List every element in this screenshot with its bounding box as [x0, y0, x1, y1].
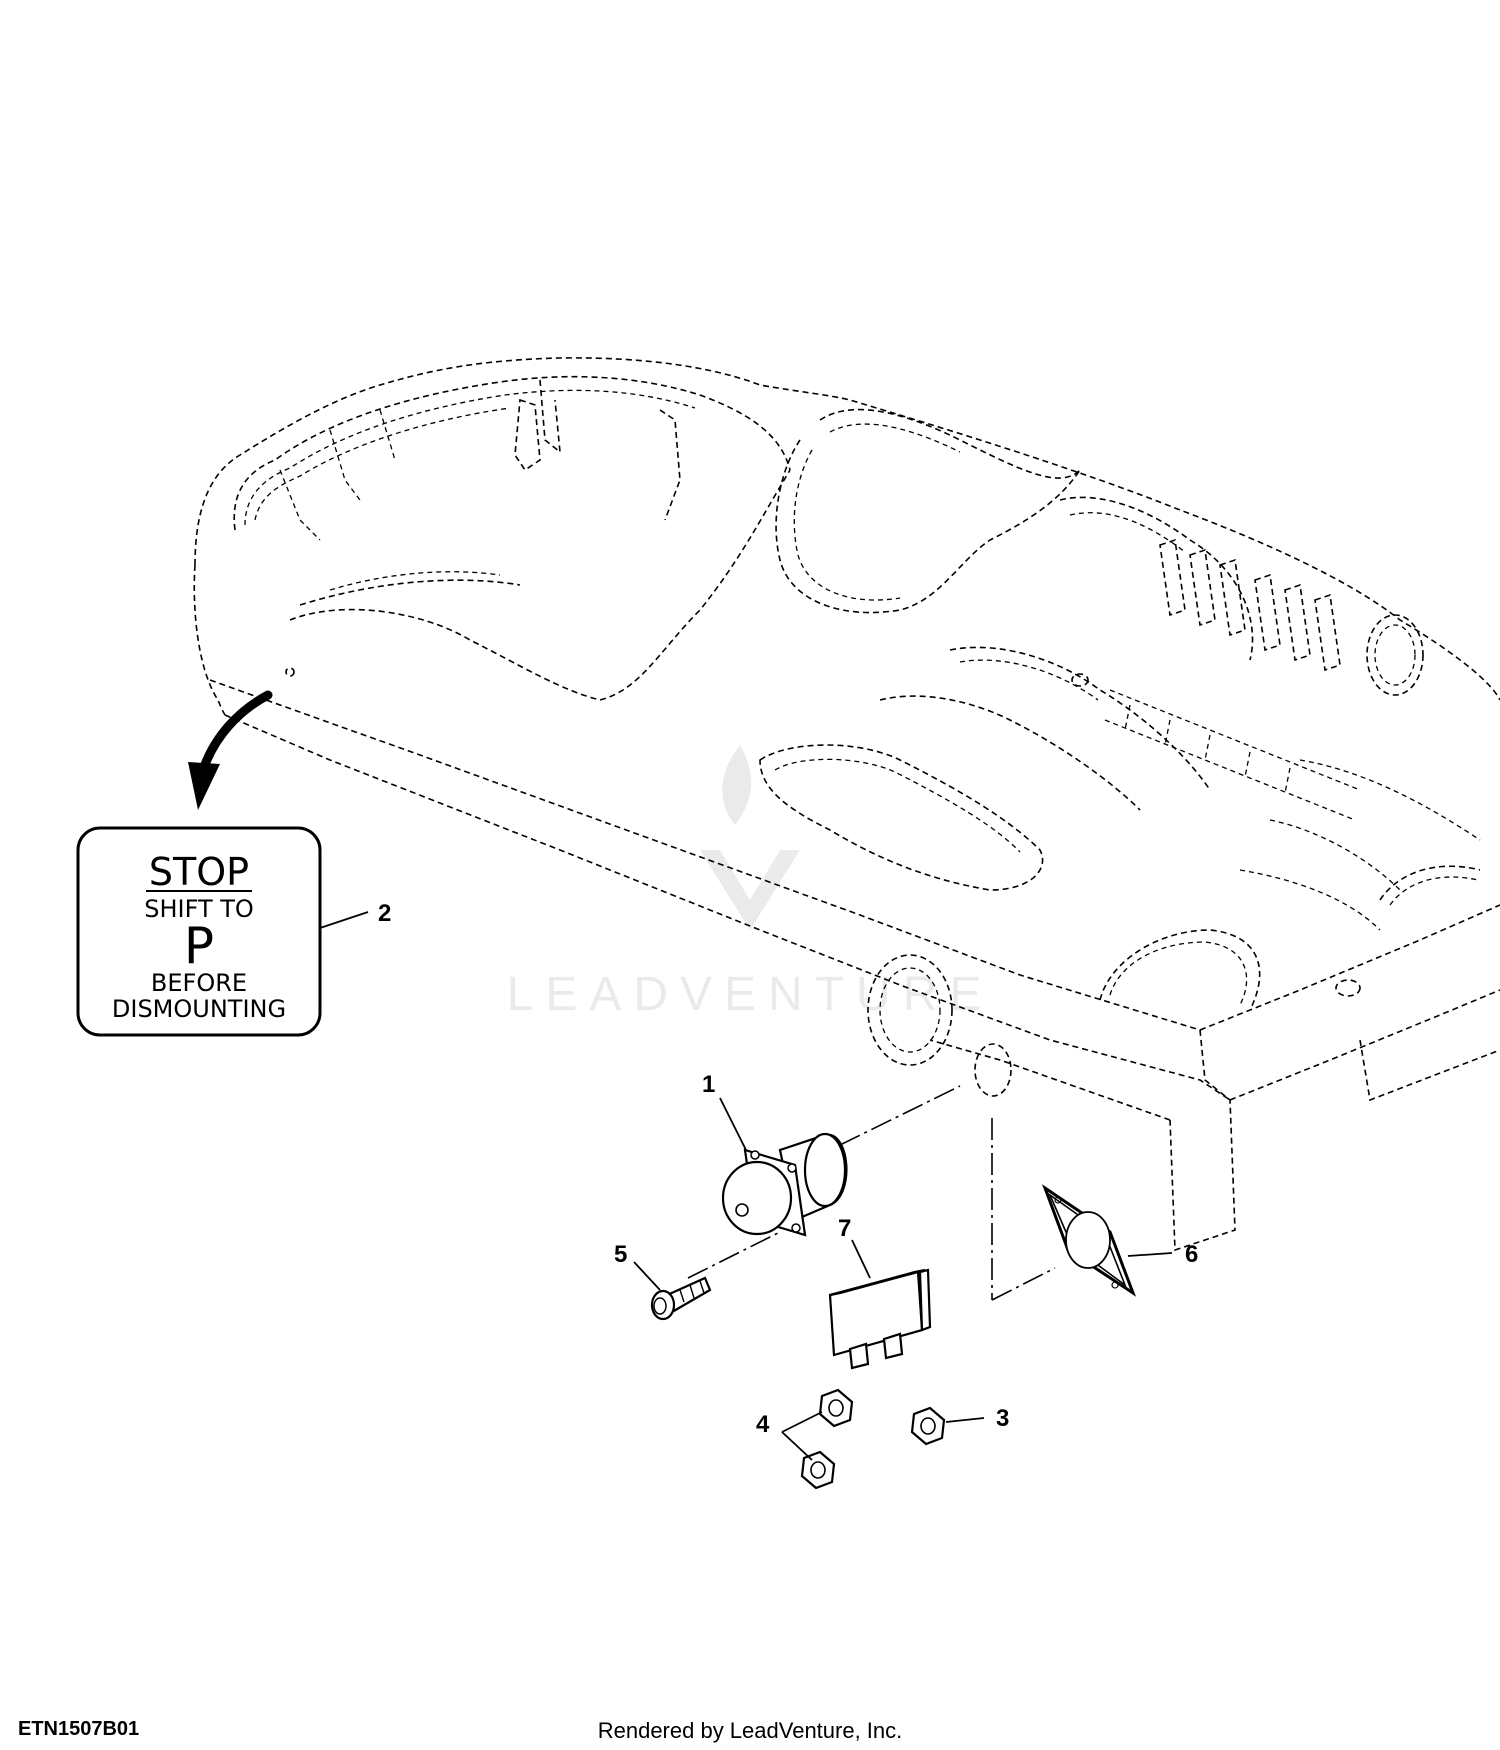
fuse-part: [828, 1268, 932, 1370]
decal-p-text: P: [184, 917, 214, 975]
nut-part-upper: [818, 1388, 854, 1428]
callout-numbers: 1 2 3 4 5 6 7: [378, 900, 1198, 1438]
callout-4: 4: [756, 1411, 770, 1438]
gasket-part: [1041, 1184, 1137, 1297]
vehicle-body-outline: [193, 357, 1500, 1252]
nut-part-right: [910, 1406, 946, 1446]
callout-7: 7: [838, 1215, 851, 1242]
solenoid-part: [721, 1132, 848, 1237]
screw-part: [650, 1276, 712, 1321]
render-credit: Rendered by LeadVenture, Inc.: [597, 1718, 903, 1743]
decal-stop-text: STOP: [149, 850, 249, 894]
decal-pointer-arrow: [188, 690, 273, 810]
callout-5: 5: [614, 1241, 627, 1268]
callout-1: 1: [702, 1071, 715, 1098]
figure-code: ETN1507B01: [18, 1718, 140, 1740]
decal-dismounting-text: DISMOUNTING: [112, 995, 286, 1023]
nut-part-lower: [800, 1450, 836, 1490]
watermark: LEADVENTURE: [507, 745, 994, 1021]
watermark-text: LEADVENTURE: [507, 968, 994, 1021]
callout-3: 3: [996, 1405, 1009, 1432]
callout-2: 2: [378, 900, 391, 927]
callout-6: 6: [1185, 1241, 1198, 1268]
leader-lines: [319, 911, 1173, 1461]
alignment-lines: [687, 1085, 1056, 1301]
decal-shift-text: SHIFT TO: [144, 895, 254, 923]
decal-before-text: BEFORE: [151, 969, 247, 997]
stop-shift-decal: STOP SHIFT TO P BEFORE DISMOUNTING: [76, 826, 322, 1037]
